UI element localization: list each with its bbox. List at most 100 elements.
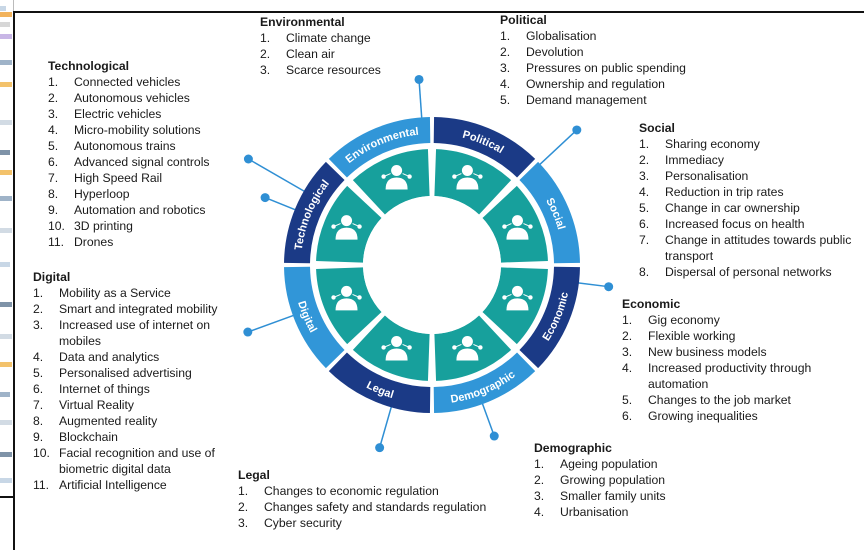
list-item: 7.High Speed Rail: [48, 170, 210, 186]
list-item: 3.Pressures on public spending: [500, 60, 686, 76]
item-text: Augmented reality: [59, 414, 158, 428]
item-number: 3.: [260, 63, 271, 77]
list-item: 3.Smaller family units: [534, 488, 666, 504]
item-number: 4.: [48, 123, 59, 137]
crowd-icon: [452, 335, 483, 361]
connector-line: [481, 401, 495, 437]
item-number: 1.: [534, 457, 545, 471]
list-item: 9.Automation and robotics: [48, 202, 210, 218]
item-text: Change in attitudes towards public trans…: [665, 233, 852, 263]
lightbulb-team-icon: [331, 215, 362, 240]
connector-dot: [414, 74, 424, 84]
item-number: 6.: [639, 217, 650, 231]
item-number: 4.: [622, 361, 633, 375]
connector-line: [378, 405, 393, 448]
list-item: 2.Growing population: [534, 472, 666, 488]
item-text: Smaller family units: [560, 489, 666, 503]
item-text: Personalised advertising: [59, 366, 192, 380]
list-item: 4. Micro-mobility solutions: [48, 122, 210, 138]
item-text: Micro-mobility solutions: [74, 123, 201, 137]
connector-line: [264, 196, 297, 212]
item-number: 3.: [639, 169, 650, 183]
item-text: Increased use of internet on mobiles: [59, 318, 211, 348]
item-text: Virtual Reality: [59, 398, 134, 412]
list-item: 5.Changes to the job market: [622, 392, 811, 408]
list-item: 2.Immediacy: [639, 152, 851, 168]
list-item: 7.Change in attitudes towards public tra…: [639, 232, 851, 264]
list-item: 6.Internet of things: [33, 381, 218, 397]
ring-segment-political: [433, 117, 536, 178]
item-number: 2.: [260, 47, 271, 61]
item-text: Drones: [74, 235, 114, 249]
list-item: 2.Smart and integrated mobility: [33, 301, 218, 317]
item-number: 2.: [238, 500, 249, 514]
connector-line: [538, 129, 578, 166]
list-item: 7. Virtual Reality: [33, 397, 218, 413]
group-title: Social: [639, 121, 675, 135]
list-item: 6.Increased focus on health: [639, 216, 851, 232]
item-text: Growing inequalities: [648, 409, 758, 423]
connector-dot: [243, 154, 253, 164]
item-text: Clean air: [286, 47, 335, 61]
list-item: 4.Increased productivity through automat…: [622, 360, 811, 392]
item-number: 2.: [534, 473, 545, 487]
item-number: 5.: [500, 93, 511, 107]
group-title: Legal: [238, 468, 270, 482]
item-number: 5.: [48, 139, 59, 153]
item-text: 3D printing: [74, 219, 133, 233]
item-number: 8.: [639, 265, 650, 279]
item-text: Cyber security: [264, 516, 342, 530]
connector-lines: [243, 74, 614, 453]
item-text: Smart and integrated mobility: [59, 302, 218, 316]
item-number: 7.: [33, 398, 44, 412]
list-item: 1.Sharing economy: [639, 136, 851, 152]
person-gears-icon: [502, 285, 533, 311]
connector-line: [248, 158, 306, 193]
item-number: 9.: [48, 203, 59, 217]
ring-segment-economic: [519, 266, 580, 369]
item-number: 1.: [48, 75, 59, 89]
list-item: 1.Changes to economic regulation: [238, 483, 486, 499]
center-hole: [363, 196, 501, 334]
outer-ring: [284, 117, 580, 413]
item-number: 5.: [622, 393, 633, 407]
list-item: 11.Drones: [48, 234, 210, 250]
list-item: 1.Connected vehicles: [48, 74, 210, 90]
list-item: 2.Autonomous vehicles: [48, 90, 210, 106]
ring-segment-environmental: [328, 117, 431, 178]
item-number: 4.: [500, 77, 511, 91]
item-text: Demand management: [526, 93, 647, 107]
connector-dot: [572, 125, 582, 135]
item-text: Personalisation: [665, 169, 749, 183]
item-text: New business models: [648, 345, 767, 359]
list-item: 2.Devolution: [500, 44, 686, 60]
item-text: Ageing population: [560, 457, 658, 471]
ring-segment-technological: [284, 161, 345, 264]
item-number: 3.: [622, 345, 633, 359]
item-number: 2.: [500, 45, 511, 59]
item-number: 2.: [622, 329, 633, 343]
tile-demographic: [434, 315, 512, 381]
connector-line: [247, 314, 296, 333]
list-item: 2.Changes safety and standards regulatio…: [238, 499, 486, 515]
item-text: Changes to economic regulation: [264, 484, 439, 498]
list-item: 5.Personalised advertising: [33, 365, 218, 381]
list-item: 4.Urbanisation: [534, 504, 666, 520]
list-item: 1. Ageing population: [534, 456, 666, 472]
item-text: Pressures on public spending: [526, 61, 686, 75]
item-number: 2.: [48, 91, 59, 105]
group-title: Environmental: [260, 15, 345, 29]
